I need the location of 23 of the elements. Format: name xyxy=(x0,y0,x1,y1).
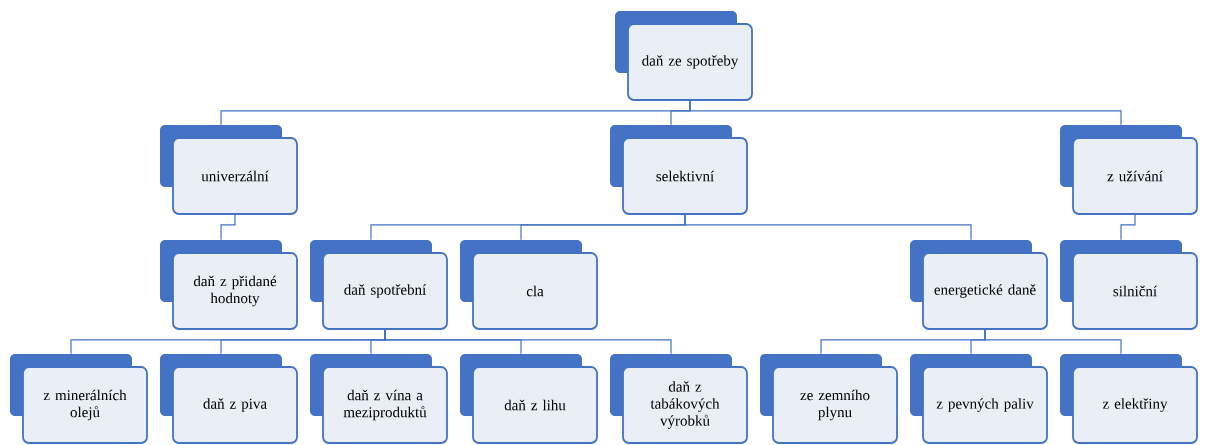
tree-box: z elektřiny xyxy=(1060,354,1198,444)
connector-line xyxy=(984,329,1122,355)
tree-box: z užívání xyxy=(1060,125,1198,215)
tree-box: daň z vína a meziproduktů xyxy=(310,354,448,444)
tree-box: z pevných paliv xyxy=(910,354,1048,444)
tree-box: daň ze spotřeby xyxy=(615,11,753,101)
tree-box: z minerálních olejů xyxy=(10,354,148,444)
tree-box: daň z lihu xyxy=(460,354,598,444)
tree-box: univerzální xyxy=(160,125,298,215)
connector-line xyxy=(220,214,236,241)
tree-box: ze zemního plynu xyxy=(760,354,898,444)
connector-line xyxy=(689,100,1122,126)
connector-line xyxy=(384,329,672,355)
tree-box: daň spotřební xyxy=(310,240,448,330)
connector-line xyxy=(684,214,972,241)
tree-box: daň z přidané hodnoty xyxy=(160,240,298,330)
tree-box: cla xyxy=(460,240,598,330)
tree-box: silniční xyxy=(1060,240,1198,330)
tree-box: energetické daně xyxy=(910,240,1048,330)
tree-box: daň z tabákových výrobků xyxy=(610,354,748,444)
tree-box: daň z piva xyxy=(160,354,298,444)
connector-line xyxy=(1120,214,1136,241)
tree-box: selektivní xyxy=(610,125,748,215)
